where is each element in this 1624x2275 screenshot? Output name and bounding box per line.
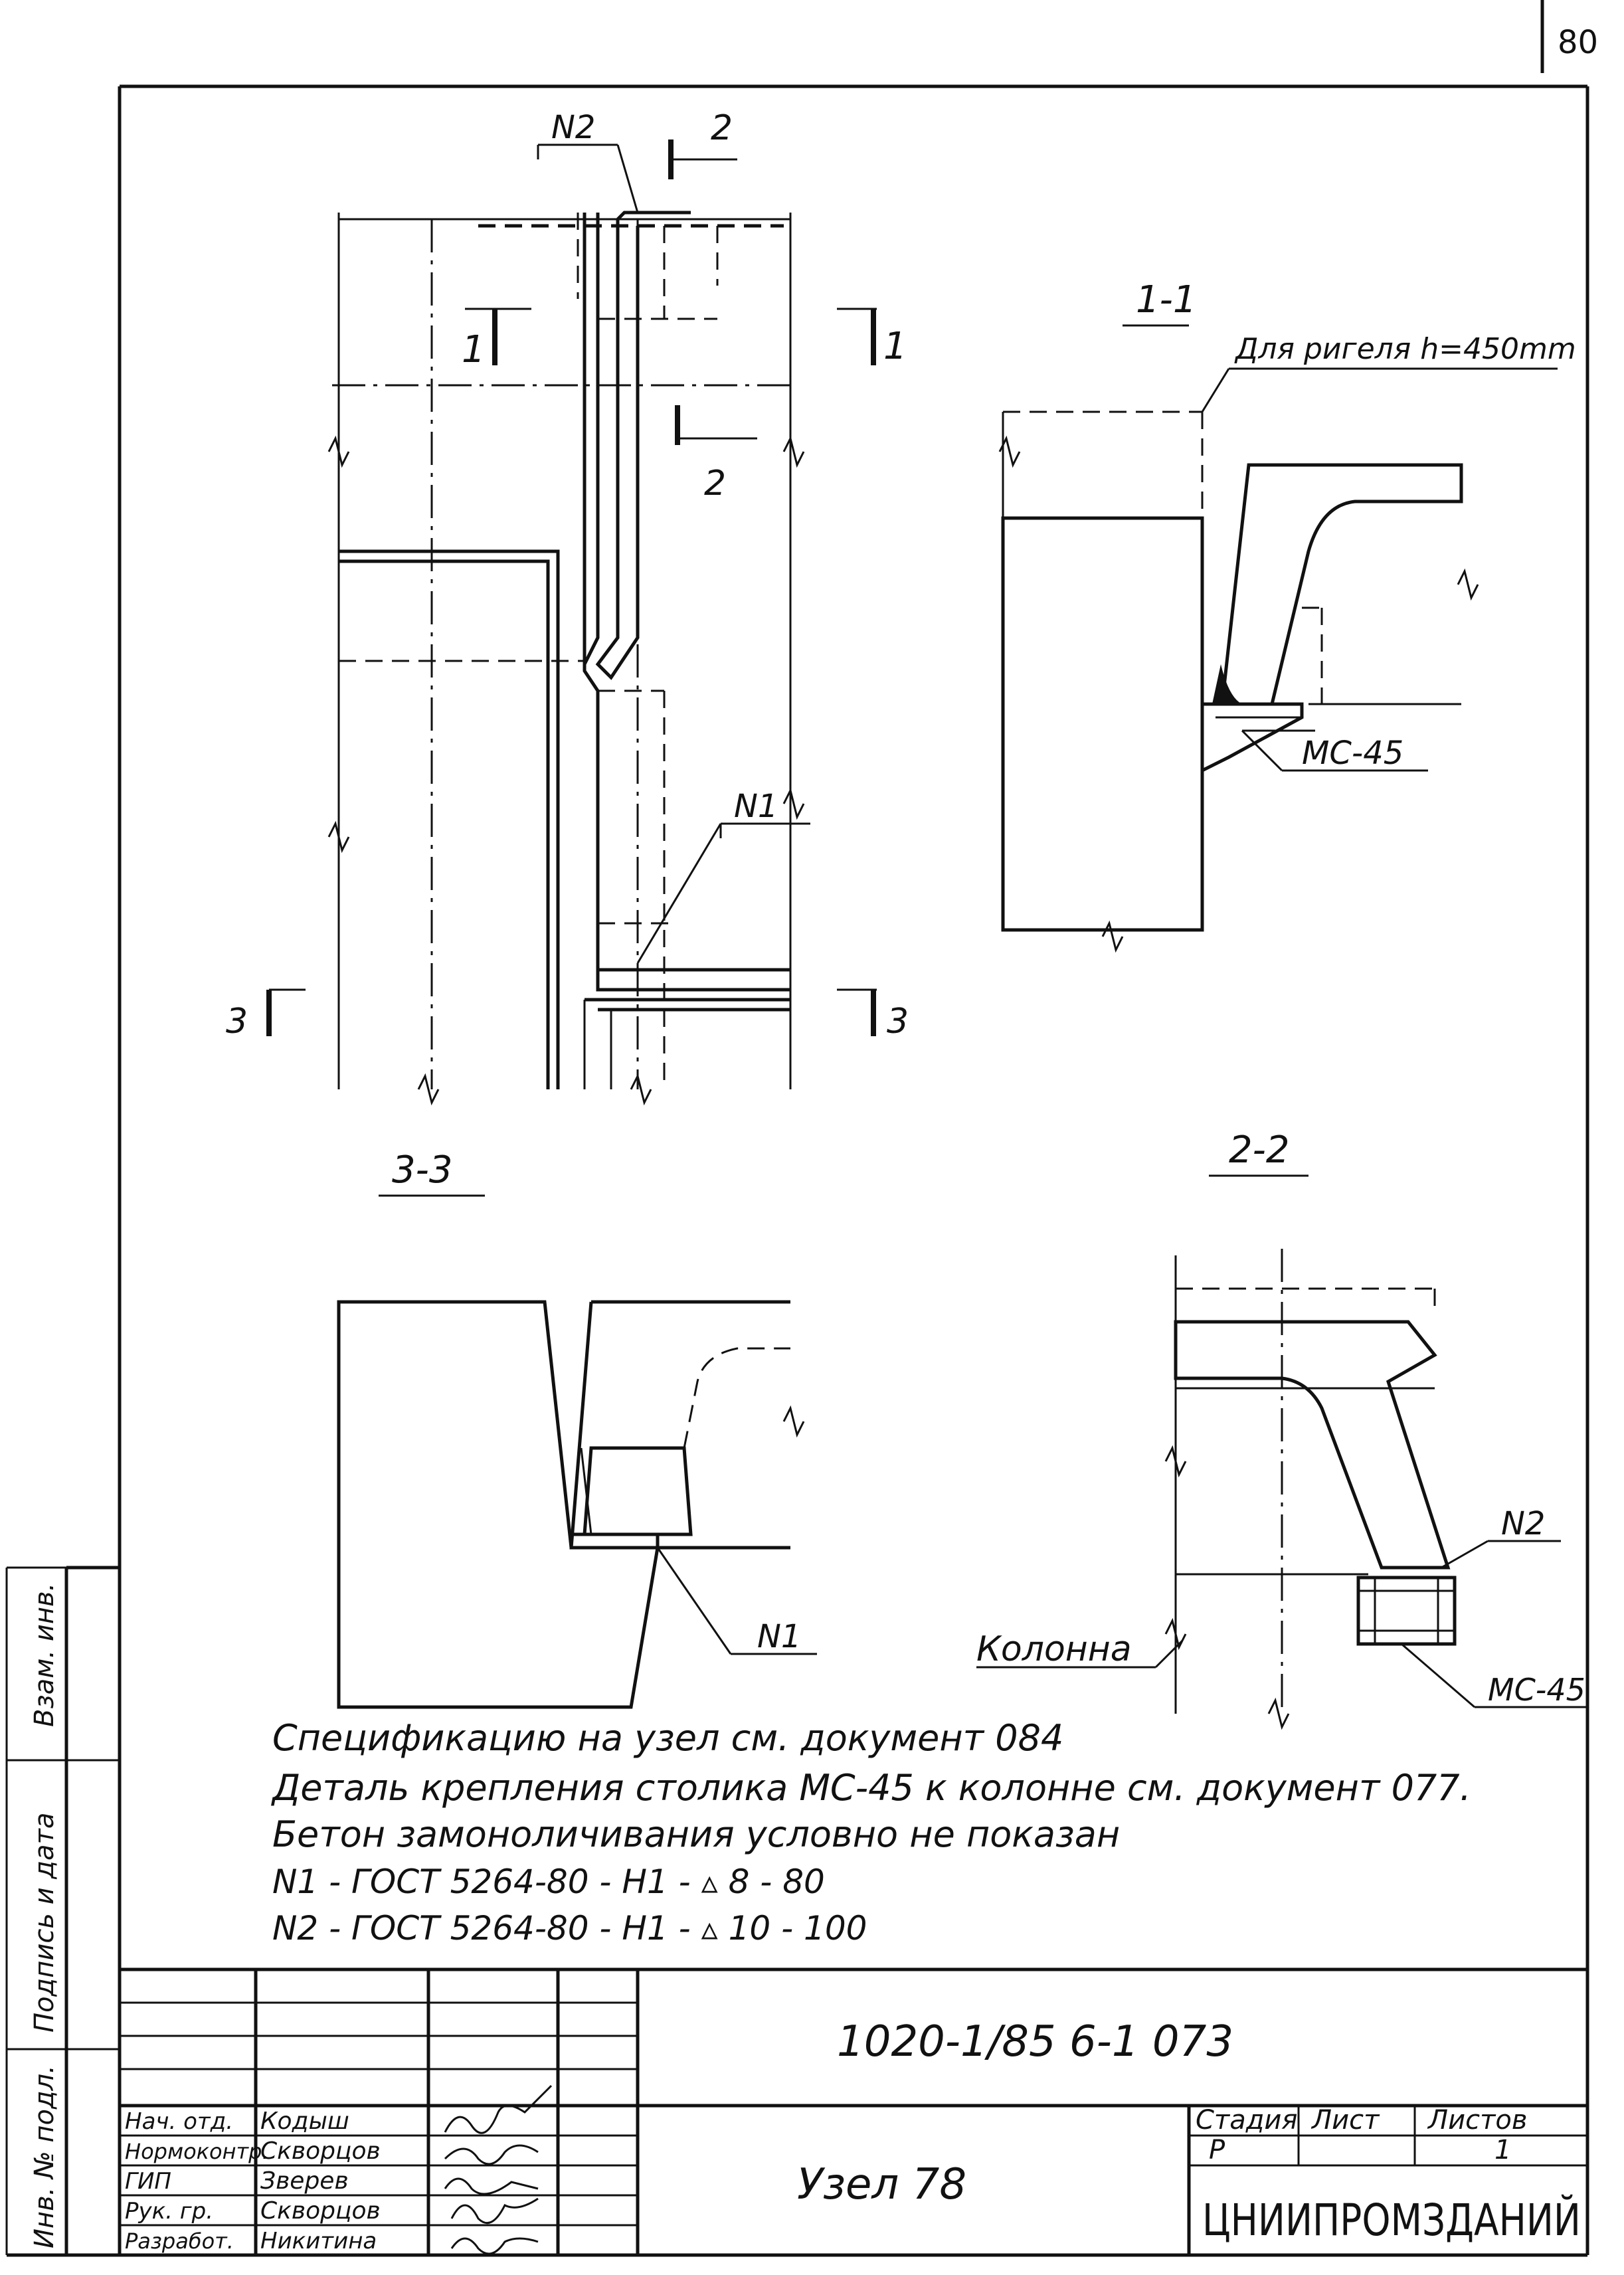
staff-name-2: Скворцов bbox=[260, 2138, 381, 2165]
section-mark-2-top: 2 bbox=[668, 108, 737, 179]
cut-3-right-label: 3 bbox=[887, 1002, 909, 1042]
side-replaces-inv: Взам. инв. bbox=[29, 1583, 60, 1727]
section-mark-1-right: 1 bbox=[837, 308, 907, 368]
label-n1-3-3: N1 bbox=[757, 1618, 801, 1655]
staff-name-3: Зверев bbox=[260, 2167, 349, 2195]
riser-height-note: Для ригеля h=450mm bbox=[1234, 332, 1576, 366]
note-5: N2 - ГОСТ 5264-80 - Н1 - ▵ 10 - 100 bbox=[272, 1909, 867, 1948]
sheets-header: Листов bbox=[1427, 2105, 1527, 2136]
mc45-table-2-2 bbox=[1356, 1576, 1457, 1646]
stage-header: Стадия bbox=[1196, 2105, 1297, 2136]
section-mark-3-right: 3 bbox=[837, 988, 909, 1042]
riser-beam-hatched-1-1 bbox=[1220, 463, 1463, 706]
weld-n2-1-1 bbox=[1212, 664, 1242, 704]
stage-value: Р bbox=[1209, 2135, 1225, 2165]
side-signature-date: Подпись и дата bbox=[29, 1813, 60, 2033]
label-mc45-2-2: МС-45 bbox=[1488, 1672, 1585, 1708]
label-n2-top: N2 bbox=[551, 109, 595, 146]
side-inv-no: Инв. № подл. bbox=[29, 2065, 60, 2248]
section-3-3-view: 3-3 N1 bbox=[337, 1148, 817, 1709]
section-2-2-view: 2-2 N2 МС-45 Колонна bbox=[976, 1129, 1587, 1730]
section-2-2-title: 2-2 bbox=[1229, 1129, 1289, 1172]
cut-2-top-label: 2 bbox=[711, 108, 733, 148]
staff-name-5: Никитина bbox=[260, 2228, 377, 2254]
note-3: Бетон замоноличивания условно не показан bbox=[272, 1813, 1120, 1855]
organization-name: ЦНИИПРОМЗДАНИЙ bbox=[1202, 2194, 1581, 2246]
note-2: Деталь крепления столика МС-45 к колонне… bbox=[271, 1767, 1471, 1809]
column-hatched-3-3 bbox=[337, 1300, 660, 1709]
title-block: 1020-1/85 6-1 073 Узел 78 Стадия Лист Ли… bbox=[120, 1967, 1587, 2255]
staff-role-4: Рук. гр. bbox=[125, 2198, 213, 2225]
label-column: Колонна bbox=[976, 1629, 1132, 1669]
cut-2-mid-label: 2 bbox=[704, 464, 726, 503]
side-strip: Взам. инв. Подпись и дата Инв. № подл. bbox=[5, 1566, 120, 2255]
drawing-title: Узел 78 bbox=[797, 2160, 966, 2209]
staff-name-4: Скворцов bbox=[260, 2197, 381, 2225]
note-1: Спецификацию на узел см. документ 084 bbox=[272, 1717, 1063, 1759]
label-mc45-1-1: МС-45 bbox=[1302, 735, 1403, 772]
section-mark-1-left: 1 bbox=[462, 308, 531, 371]
main-elevation-view bbox=[327, 211, 805, 1106]
section-mark-2-mid: 2 bbox=[675, 405, 757, 503]
cut-1-left-label: 1 bbox=[462, 328, 486, 371]
column-hatched-1-1 bbox=[1001, 516, 1204, 932]
staff-role-5: Разработ. bbox=[125, 2229, 234, 2254]
section-1-1-view: 1-1 Для ригеля h=450mm МС-45 bbox=[998, 278, 1576, 953]
sheet-frame bbox=[7, 0, 1589, 2257]
staff-role-1: Нач. отд. bbox=[125, 2108, 233, 2135]
n1-leader-main: N1 bbox=[636, 788, 810, 964]
staff-role-3: ГИП bbox=[125, 2168, 171, 2195]
cut-1-right-label: 1 bbox=[883, 325, 907, 368]
label-n2-2-2: N2 bbox=[1501, 1505, 1545, 1542]
notes-block: Спецификацию на узел см. документ 084 Де… bbox=[271, 1717, 1471, 1948]
staff-name-1: Кодыш bbox=[260, 2108, 349, 2135]
sheets-value: 1 bbox=[1494, 2135, 1511, 2165]
section-3-3-title: 3-3 bbox=[392, 1148, 452, 1192]
staff-role-2: Нормоконтр. bbox=[125, 2139, 269, 2164]
document-code: 1020-1/85 6-1 073 bbox=[837, 2017, 1233, 2066]
section-mark-3-left: 3 bbox=[226, 988, 306, 1042]
page-number: 80 bbox=[1558, 24, 1598, 61]
riser-beam-hatched-2-2 bbox=[1174, 1320, 1451, 1570]
section-1-1-title: 1-1 bbox=[1136, 278, 1196, 321]
sheet-header: Лист bbox=[1310, 2105, 1380, 2136]
n2-leader-top: N2 bbox=[537, 109, 639, 213]
cut-3-left-label: 3 bbox=[226, 1002, 248, 1042]
label-n1-main: N1 bbox=[734, 788, 778, 825]
note-4: N1 - ГОСТ 5264-80 - Н1 - ▵ 8 - 80 bbox=[272, 1863, 825, 1901]
signatures bbox=[444, 2084, 553, 2255]
